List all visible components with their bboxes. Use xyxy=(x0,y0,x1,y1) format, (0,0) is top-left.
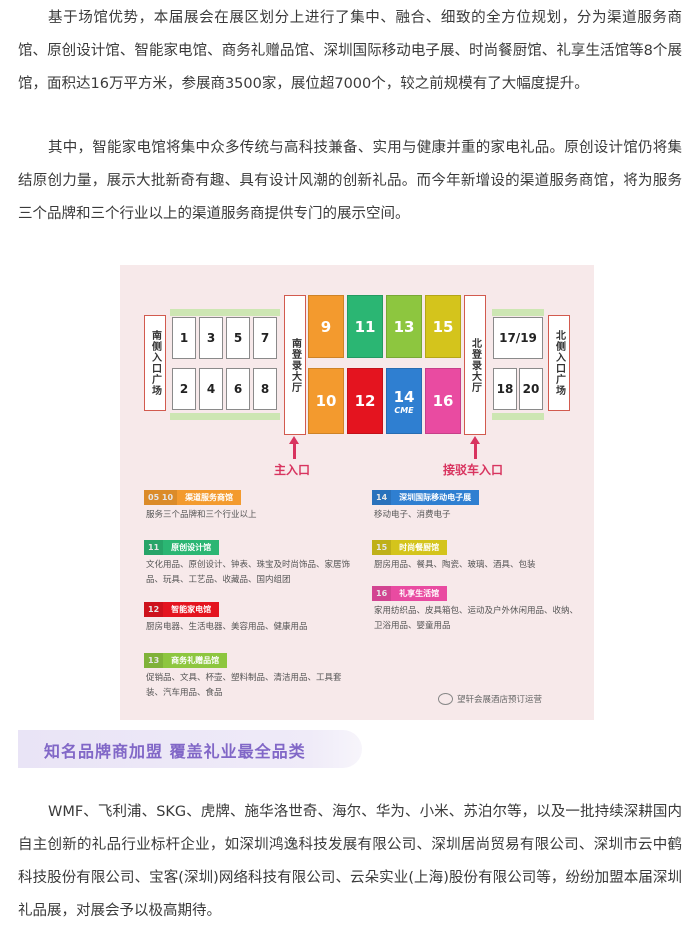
main-entrance-label: 主入口 xyxy=(274,463,311,477)
watermark: 望轩会展酒店预订运营 xyxy=(438,693,542,705)
south-lobby-label: 南登录大厅 xyxy=(289,337,301,393)
banner-title: 知名品牌商加盟 覆盖礼业最全品类 xyxy=(44,742,306,761)
legend-number: 12 xyxy=(144,602,164,617)
north-lobby-label: 北登录大厅 xyxy=(469,337,481,393)
hall-16: 16 xyxy=(425,368,461,434)
hall-5: 5 xyxy=(226,317,250,359)
hall-8: 8 xyxy=(253,368,277,410)
north-lobby-box: 北登录大厅 xyxy=(464,295,486,435)
paragraph-halls: 其中，智能家电馆将集中众多传统与高科技兼备、实用与健康并重的家电礼品。原创设计馆… xyxy=(18,140,682,222)
hall-9: 9 xyxy=(308,295,344,358)
south-plaza-box: 南侧入口广场 xyxy=(144,315,166,411)
shuttle-entrance-arrow-icon xyxy=(470,436,480,459)
right-halls-top-strip xyxy=(492,309,544,316)
legend-name: 深圳国际移动电子展 xyxy=(391,490,480,505)
legend-description: 服务三个品牌和三个行业以上 xyxy=(146,510,257,520)
legend-name: 时尚餐厨馆 xyxy=(391,540,448,555)
shuttle-entrance-label: 接驳车入口 xyxy=(443,463,504,477)
section-banner: 知名品牌商加盟 覆盖礼业最全品类 xyxy=(18,730,362,768)
north-plaza-label: 北侧入口广场 xyxy=(553,330,565,396)
hall-4: 4 xyxy=(199,368,223,410)
hall-11: 11 xyxy=(347,295,383,358)
legend-number: 15 xyxy=(372,540,392,555)
south-plaza-label: 南侧入口广场 xyxy=(149,330,161,396)
legend-description: 移动电子、消费电子 xyxy=(374,510,451,520)
hall-7: 7 xyxy=(253,317,277,359)
legend-number: 13 xyxy=(144,653,164,668)
hall-20: 20 xyxy=(519,368,543,410)
legend-description: 家用纺织品、皮具箱包、运动及户外休闲用品、收纳、卫浴用品、婴童用品 xyxy=(374,606,579,631)
hall-1: 1 xyxy=(172,317,196,359)
hall-12: 12 xyxy=(347,368,383,434)
hall-2: 2 xyxy=(172,368,196,410)
watermark-text: 望轩会展酒店预订运营 xyxy=(457,695,543,705)
legend-name: 礼享生活馆 xyxy=(391,586,448,601)
hall-17-19: 17/19 xyxy=(493,317,543,359)
legend-name: 原创设计馆 xyxy=(163,540,220,555)
legend-description: 促销品、文具、杯壶、塑料制品、清洁用品、工具套装、汽车用品、食品 xyxy=(146,673,342,698)
left-halls-bottom-strip xyxy=(170,413,280,420)
hall-18: 18 xyxy=(493,368,517,410)
main-entrance-arrow-icon xyxy=(289,436,299,459)
hall-6: 6 xyxy=(226,368,250,410)
legend-number: 16 xyxy=(372,586,392,601)
legend-number: 05 10 xyxy=(144,490,178,505)
hall-15: 15 xyxy=(425,295,461,358)
right-halls-bottom-strip xyxy=(492,413,544,420)
hall-10: 10 xyxy=(308,368,344,434)
legend-number: 14 xyxy=(372,490,392,505)
legend-description: 文化用品、原创设计、钟表、珠宝及时尚饰品、家居饰品、玩具、工艺品、收藏品、国内组… xyxy=(146,560,351,585)
paragraph-layout: 基于场馆优势，本届展会在展区划分上进行了集中、融合、细致的全方位规划，分为渠道服… xyxy=(18,10,682,92)
legend-number: 11 xyxy=(144,540,164,555)
legend-name: 渠道服务商馆 xyxy=(177,490,242,505)
hall-3: 3 xyxy=(199,317,223,359)
south-lobby-box: 南登录大厅 xyxy=(284,295,306,435)
legend-description: 厨房电器、生活电器、美容用品、健康用品 xyxy=(146,622,308,632)
cme-logo: CME xyxy=(394,405,414,415)
left-halls-top-strip xyxy=(170,309,280,316)
legend-name: 智能家电馆 xyxy=(163,602,220,617)
legend-name: 商务礼赠品馆 xyxy=(163,653,228,668)
wechat-icon xyxy=(438,693,453,705)
hall-13: 13 xyxy=(386,295,422,358)
legend-description: 厨房用品、餐具、陶瓷、玻璃、酒具、包装 xyxy=(374,560,536,570)
north-plaza-box: 北侧入口广场 xyxy=(548,315,570,411)
paragraph-brands: WMF、飞利浦、SKG、虎牌、施华洛世奇、海尔、华为、小米、苏泊尔等，以及一批持… xyxy=(18,804,682,919)
